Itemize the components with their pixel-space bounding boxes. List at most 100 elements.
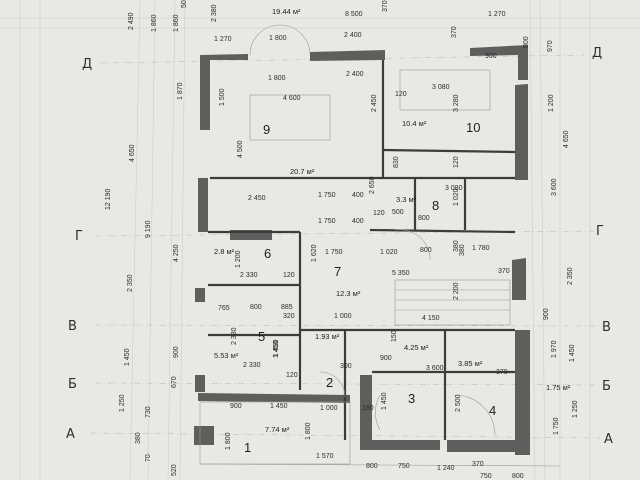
axis-letter-d-left: Д (82, 57, 92, 72)
dim-int-20: 1 020 (380, 249, 398, 256)
dim-int-28: 120 (283, 272, 295, 279)
room-area-1: 7.74 м² (265, 425, 290, 434)
dim-int-10: 400 (352, 192, 364, 199)
dim-int-57: 150 (391, 330, 398, 342)
dim-int-41: 370 (496, 369, 508, 376)
dim-top-11: 1 800 (269, 35, 287, 42)
dim-top-1: 2 490 (128, 12, 135, 30)
dim-int-31: 885 (281, 304, 293, 311)
axis-letter-b-left: Б (68, 377, 77, 392)
axis-letter-g-left: Г (75, 229, 83, 244)
dim-bottom-2: 750 (398, 463, 410, 470)
dim-int-19: 1 750 (325, 249, 343, 256)
dim-int-56: 1 800 (225, 432, 232, 450)
dim-int-34: 4 150 (422, 315, 440, 322)
room-number-5: 5 (258, 329, 265, 344)
dim-int-12: 1 750 (318, 218, 336, 225)
dim-top-8: 370 (382, 0, 389, 12)
dim-right-2: 970 (547, 40, 554, 52)
dim-int-49: 1 800 (305, 422, 312, 440)
bottom-dimensions: 800 750 1 240 370 800 750 1 570 (316, 453, 524, 480)
dim-int-15: 500 (392, 209, 404, 216)
dim-int-30: 800 (250, 304, 262, 311)
dim-int-13: 400 (352, 218, 364, 225)
dim-left-13: 70 (145, 454, 152, 462)
dim-bottom-6: 750 (480, 473, 492, 480)
dim-top-2: 1 860 (151, 14, 158, 32)
dim-int-46: 1 450 (270, 403, 288, 410)
dim-bottom-5: 800 (512, 473, 524, 480)
dim-top-4: 50 (181, 0, 188, 8)
dim-int-8: 2 450 (248, 195, 266, 202)
dim-right-7: 900 (543, 308, 550, 320)
room-area-2: 1.93 м² (315, 332, 340, 341)
dim-int-16: 800 (418, 215, 430, 222)
dim-int-43: 2 500 (455, 394, 462, 412)
dim-top-13: 900 (485, 53, 497, 60)
dim-int-18: 3 080 (445, 185, 463, 192)
dim-int-25: 5 350 (392, 270, 410, 277)
interior-partitions (208, 60, 516, 440)
room-number-7: 7 (334, 264, 341, 279)
dim-int-50: 830 (393, 156, 400, 168)
axis-letter-a-right: А (604, 432, 613, 447)
dim-int-24: 1 620 (311, 244, 318, 262)
dim-int-42: 1 450 (381, 392, 388, 410)
axis-letter-d-right: Д (592, 46, 602, 61)
dim-int-7: 4 500 (237, 140, 244, 158)
dim-int-17: 1 020 (453, 188, 460, 206)
top-dimensions: 2 490 1 860 1 860 50 2 380 19.44 м² 8 50… (128, 0, 506, 82)
dim-top-16: 2 400 (346, 71, 364, 78)
dim-top-10: 1 270 (214, 36, 232, 43)
dim-int-44: 120 (286, 372, 298, 379)
dim-left-12: 380 (135, 432, 142, 444)
dim-int-26: 370 (498, 268, 510, 275)
dim-int-5: 3 280 (453, 94, 460, 112)
dim-int-40: 3 600 (426, 365, 444, 372)
right-dimensions: 800 970 1 200 4 650 3 600 2 350 900 1 97… (523, 36, 579, 435)
dim-int-47: 900 (230, 403, 242, 410)
dim-top-9: 1 270 (488, 11, 506, 18)
dim-int-4: 3 080 (432, 84, 450, 91)
dim-left-3: 12 190 (105, 188, 112, 210)
axis-letter-v-left: В (68, 319, 77, 334)
dim-top-3: 1 860 (173, 14, 180, 32)
dim-left-5: 4 250 (173, 244, 180, 262)
dim-int-3: 120 (395, 91, 407, 98)
dim-int-6: 1 500 (219, 88, 226, 106)
dim-bottom-3: 1 240 (437, 465, 455, 472)
room-number-1: 1 (244, 440, 251, 455)
dim-left-14: 520 (171, 464, 178, 476)
left-dimensions: 1 870 4 650 12 190 9 190 4 250 2 350 1 4… (105, 82, 184, 476)
extra-area-label: 1.75 м² (546, 383, 571, 392)
dim-int-27: 2 330 (240, 272, 258, 279)
dim-bottom-1: 800 (366, 463, 378, 470)
room-area-5: 5.53 м² (214, 351, 239, 360)
room-number-10: 10 (466, 120, 480, 135)
dim-int-36: 2 330 (231, 327, 238, 345)
dim-int-21: 800 (420, 247, 432, 254)
dim-int-29: 765 (218, 305, 230, 312)
dim-right-10: 1 250 (572, 400, 579, 418)
dim-left-1: 1 870 (177, 82, 184, 100)
dim-right-11: 1 750 (553, 417, 560, 435)
dim-int-38: 300 (340, 363, 352, 370)
dim-top-5: 2 380 (211, 4, 218, 22)
dim-top-12: 2 400 (344, 32, 362, 39)
dim-right-1: 800 (523, 36, 530, 48)
dim-right-6: 2 350 (567, 267, 574, 285)
room-area-4: 3.85 м² (458, 359, 483, 368)
dim-int-32: 320 (283, 313, 295, 320)
room-area-3: 4.25 м² (404, 343, 429, 352)
room-number-3: 3 (408, 391, 415, 406)
interior-dimensions: 4 600 2 450 120 3 080 3 280 1 500 4 500 … (218, 84, 510, 450)
dim-int-45: 1 000 (320, 405, 338, 412)
dim-right-8: 1 970 (551, 340, 558, 358)
dim-int-37: 1 450 (273, 339, 280, 357)
dim-top-7: 8 500 (345, 11, 363, 18)
axis-letter-a-left: А (66, 427, 75, 442)
room-area-8: 3.3 м² (396, 195, 417, 204)
dim-right-3: 1 200 (548, 94, 555, 112)
dim-int-55: 1 450 (273, 340, 280, 358)
